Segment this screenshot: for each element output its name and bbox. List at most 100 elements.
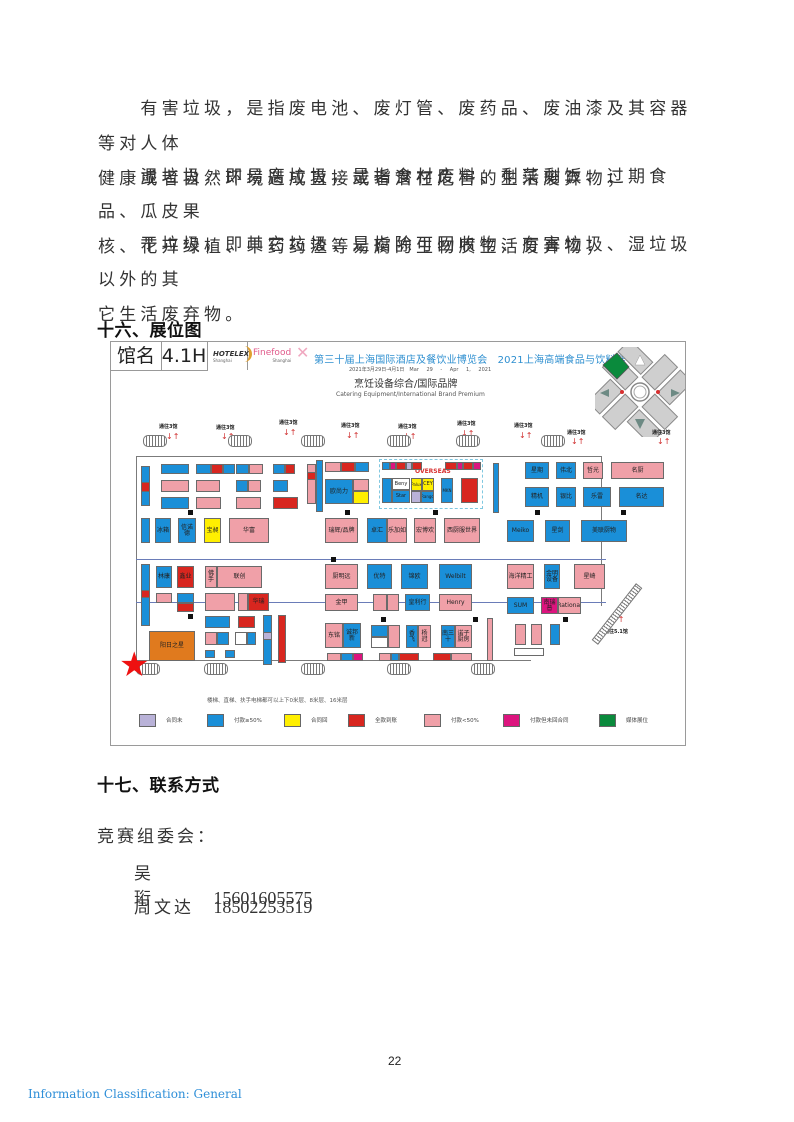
booth: Rango: [421, 491, 434, 503]
booth: [445, 462, 457, 470]
booth: [249, 464, 263, 474]
pillar: [331, 557, 336, 562]
booth: 卓汇: [367, 518, 387, 543]
booth: [161, 464, 189, 474]
finefood-logo-text: Finefood: [253, 348, 292, 358]
booth: [514, 648, 544, 656]
booth: 名达: [619, 487, 664, 507]
booth: 香飞: [406, 625, 418, 648]
booth: [217, 632, 229, 645]
booth: [371, 637, 388, 648]
booth: 宝昶: [204, 518, 221, 543]
booth: [161, 497, 189, 509]
legend-swatch: [599, 713, 616, 727]
booth: 乐加如: [387, 518, 407, 543]
gate-arrows-icon: ↓↑: [221, 433, 234, 441]
booth: [353, 479, 369, 491]
booth: [451, 653, 472, 661]
pillar: [345, 510, 350, 515]
booth: [141, 518, 150, 543]
booth: [205, 632, 217, 645]
gate-label: 通往3馆: [216, 425, 235, 431]
paragraph-wet-waste: 湿垃圾，即易腐垃圾，是指食材废料、剩菜剩饭、过期食品、瓜皮果 核、花卉绿植、中药…: [98, 160, 698, 265]
booth: [263, 615, 272, 665]
hotelex-swoosh-icon: [237, 346, 252, 362]
booth: [278, 615, 286, 663]
booth: [247, 632, 256, 645]
booth: 诚邦新: [343, 623, 361, 648]
booth: [273, 497, 298, 509]
booth: 鑫业: [177, 566, 194, 588]
booth: [411, 491, 421, 503]
booth: 南三十: [441, 625, 455, 648]
booth: [487, 618, 493, 661]
booth: [457, 462, 463, 470]
booth: Palux: [411, 478, 422, 491]
legend-label: 付款≥50%: [234, 718, 262, 724]
booth: 金明设备: [544, 564, 560, 589]
booth: [412, 462, 422, 470]
booth: [325, 462, 341, 472]
booth: [382, 478, 392, 503]
exit-to-hall-51-label: 通往5.1馆: [604, 629, 628, 635]
booth: [235, 632, 247, 645]
booth: [141, 590, 150, 598]
booth: CEY: [422, 478, 434, 491]
booth: [273, 464, 285, 474]
booth: [285, 464, 295, 474]
booth: [396, 462, 406, 470]
booth: [355, 462, 369, 472]
aisle-line: [136, 559, 606, 560]
contact-row: 吴珩 15601605575: [134, 859, 312, 909]
booth: 联创: [217, 566, 262, 588]
staircase-icon: [143, 435, 167, 447]
booth: [391, 653, 399, 661]
legend-item: 合同未: [139, 713, 183, 727]
pillar: [433, 510, 438, 515]
booth: MKN: [441, 478, 453, 503]
booth: 宏博欢: [414, 518, 436, 543]
section-heading-contact: 十七、联系方式: [97, 776, 220, 796]
hotelex-logo-text: HOTELEX: [213, 350, 250, 358]
booth: 林康: [156, 566, 172, 588]
text-line: 湿垃圾，即易腐垃圾，是指食材废料、剩菜剩饭、过期食品、瓜皮果: [98, 167, 671, 222]
pillar: [473, 617, 478, 622]
booth: Henry: [439, 594, 472, 611]
booth: 锦欧: [401, 564, 428, 589]
venue-overview-map-icon: [595, 347, 685, 437]
booth: [515, 624, 526, 645]
legend-swatch: [207, 713, 224, 727]
contact-name: 周文达: [134, 898, 194, 918]
booth: [307, 464, 316, 504]
booth: [141, 482, 150, 492]
booth: [373, 594, 387, 611]
gate-label: 通往3馆: [159, 424, 178, 430]
booth: 星崎: [574, 564, 605, 589]
gate-arrows-icon: ↓↑: [519, 431, 533, 440]
booth: 欧尚力: [325, 479, 353, 504]
booth: [238, 616, 255, 628]
text-line: 有害垃圾，是指废电池、废灯管、废药品、废油漆及其容器等对人体: [98, 99, 692, 154]
booth: 华富: [229, 518, 269, 543]
hall-name-label: 馆名: [111, 342, 162, 371]
booth: [406, 462, 412, 470]
legend-item: 付款≥50%: [207, 713, 262, 727]
contact-phone: 15601605575: [213, 888, 313, 908]
finefood-logo-sub: Shanghai: [272, 358, 292, 363]
booth: 哲光: [583, 462, 603, 479]
overseas-label: OVERSEAS: [415, 468, 451, 475]
booth: 诺子厨房: [455, 625, 472, 648]
elevator-note: 楼梯、直梯、扶手电梯都可以上下0米层、8米层、16米层: [207, 698, 348, 704]
text-line: 干垃圾，即其它垃圾，是指除可回收物、有害垃圾、湿垃圾以外的其: [98, 235, 692, 290]
staircase-icon: [541, 435, 565, 447]
booth: 冰箱: [155, 518, 171, 543]
booth: [353, 653, 363, 661]
booth: [388, 625, 400, 648]
booth: 海洋精工: [507, 564, 534, 589]
legend-swatch: [139, 713, 156, 727]
booth: [156, 593, 172, 603]
booth: [205, 593, 235, 611]
pillar: [381, 617, 386, 622]
